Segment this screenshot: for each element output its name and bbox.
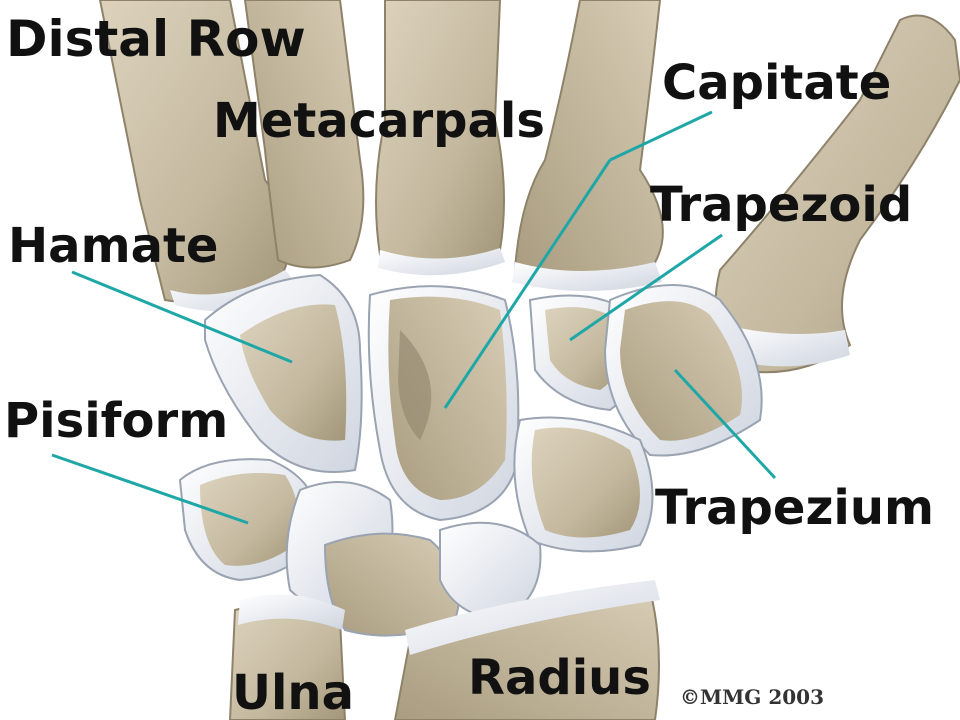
label-capitate: Capitate	[662, 55, 892, 111]
label-metacarpals: Metacarpals	[213, 93, 545, 149]
leader-lines	[51, 110, 777, 525]
label-trapezoid: Trapezoid	[650, 177, 913, 233]
leader-line-hamate	[71, 270, 293, 364]
leader-line-trapezoid	[569, 233, 723, 342]
lunate-bone	[439, 521, 542, 622]
leader-line-capitate-2	[443, 159, 612, 409]
leader-line-trapezium	[673, 368, 777, 480]
forearm-bones	[228, 580, 660, 720]
leader-line-capitate	[609, 110, 713, 162]
label-trapezium: Trapezium	[655, 480, 935, 536]
label-hamate: Hamate	[8, 218, 219, 274]
label-radius: Radius	[468, 650, 651, 706]
copyright-notice: ©MMG 2003	[680, 685, 824, 709]
diagram-title: Distal Row	[6, 10, 306, 68]
leader-line-pisiform	[51, 453, 249, 525]
label-ulna: Ulna	[232, 665, 354, 720]
carpal-bones	[178, 273, 763, 637]
metacarpal-bones	[98, 0, 960, 374]
label-pisiform: Pisiform	[4, 393, 229, 449]
metacarpal-fourth	[243, 0, 365, 269]
